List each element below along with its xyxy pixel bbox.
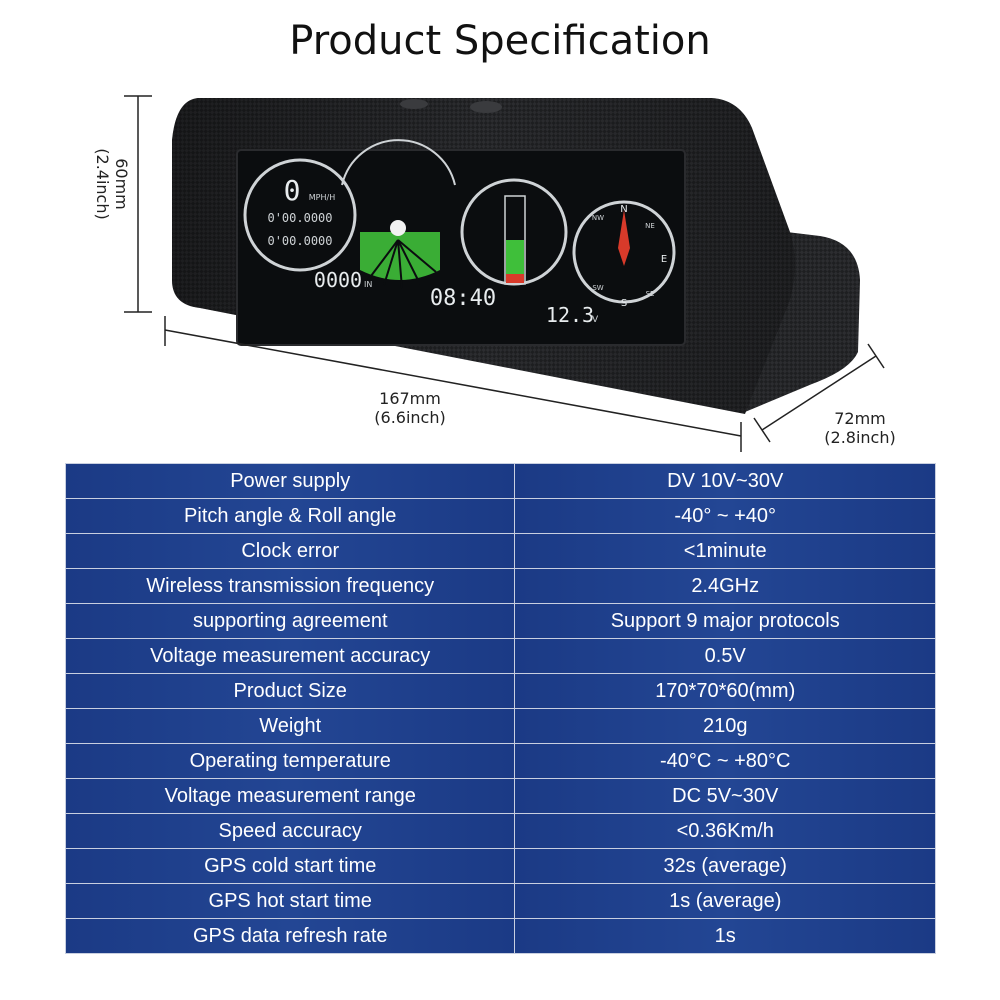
top-button-right xyxy=(470,101,502,113)
inclinometer-dot xyxy=(390,220,406,236)
speed-value: 0 xyxy=(284,174,301,207)
spec-label: supporting agreement xyxy=(64,603,516,639)
spec-value: -40°C ~ +80°C xyxy=(514,743,936,779)
svg-text:NE: NE xyxy=(645,222,655,230)
svg-text:S: S xyxy=(621,298,627,309)
odometer-2: 0'00.0000 xyxy=(267,234,332,248)
svg-text:N: N xyxy=(620,204,627,215)
voltage-value: 12.3 xyxy=(546,303,594,327)
spec-label: Pitch angle & Roll angle xyxy=(64,498,516,534)
svg-text:NW: NW xyxy=(592,214,604,222)
spec-label: GPS hot start time xyxy=(64,883,516,919)
spec-value: 1s xyxy=(514,918,936,954)
compass-needle xyxy=(618,210,630,266)
top-button-left xyxy=(400,99,428,109)
spec-value: Support 9 major protocols xyxy=(514,603,936,639)
depth-dimension-label: 72mm (2.8inch) xyxy=(800,409,920,447)
level-bar-green xyxy=(506,240,524,274)
altitude-value: 0000 xyxy=(314,268,362,292)
depth-inch: (2.8inch) xyxy=(824,428,896,447)
altitude-unit: IN xyxy=(364,280,372,289)
compass-gauge xyxy=(572,200,676,304)
spec-label: Wireless transmission frequency xyxy=(64,568,516,604)
spec-label: Power supply xyxy=(64,463,516,499)
width-inch: (6.6inch) xyxy=(374,408,446,427)
spec-row: Pitch angle & Roll angle-40° ~ +40° xyxy=(64,498,936,534)
spec-value: -40° ~ +40° xyxy=(514,498,936,534)
spec-label: Speed accuracy xyxy=(64,813,516,849)
spec-value: 2.4GHz xyxy=(514,568,936,604)
svg-text:SW: SW xyxy=(592,284,603,292)
spec-label: Voltage measurement range xyxy=(64,778,516,814)
speed-unit: MPH/H xyxy=(309,193,335,202)
height-inch: (2.4inch) xyxy=(93,148,112,220)
spec-label: GPS data refresh rate xyxy=(64,918,516,954)
voltage-unit: V xyxy=(592,315,599,325)
spec-value: 210g xyxy=(514,708,936,744)
height-dimension-label: 60mm (2.4inch) xyxy=(93,124,131,244)
spec-label: Product Size xyxy=(64,673,516,709)
spec-value: <1minute xyxy=(514,533,936,569)
width-dimension-line xyxy=(164,329,742,437)
odometer-1: 0'00.0000 xyxy=(267,211,332,225)
spec-label: Operating temperature xyxy=(64,743,516,779)
clock-value: 08:40 xyxy=(430,286,496,311)
spec-value: 0.5V xyxy=(514,638,936,674)
width-mm: 167mm xyxy=(379,389,441,408)
speed-gauge xyxy=(243,158,357,272)
inclinometer-arc xyxy=(341,139,456,186)
spec-value: 170*70*60(mm) xyxy=(514,673,936,709)
spec-value: 32s (average) xyxy=(514,848,936,884)
spec-value: DC 5V~30V xyxy=(514,778,936,814)
page-title: Product Specification xyxy=(289,18,711,64)
spec-row: Operating temperature-40°C ~ +80°C xyxy=(64,743,936,779)
height-mm: 60mm xyxy=(112,158,131,210)
width-dimension-label: 167mm (6.6inch) xyxy=(350,389,470,427)
spec-value: <0.36Km/h xyxy=(514,813,936,849)
spec-row: Speed accuracy<0.36Km/h xyxy=(64,813,936,849)
depth-dimension-line xyxy=(761,355,877,431)
display-screen xyxy=(236,149,686,346)
spec-label: GPS cold start time xyxy=(64,848,516,884)
spec-label: Clock error xyxy=(64,533,516,569)
spec-value: 1s (average) xyxy=(514,883,936,919)
spec-label: Voltage measurement accuracy xyxy=(64,638,516,674)
level-bar-red xyxy=(506,274,524,283)
spec-value: DV 10V~30V xyxy=(514,463,936,499)
spec-row: Clock error<1minute xyxy=(64,533,936,569)
depth-mm: 72mm xyxy=(834,409,886,428)
device-illustration: 0 MPH/H 0'00.0000 0'00.0000 0000 IN 08:4… xyxy=(124,95,885,452)
spec-label: Weight xyxy=(64,708,516,744)
svg-text:E: E xyxy=(661,254,667,265)
svg-text:SE: SE xyxy=(646,290,655,298)
